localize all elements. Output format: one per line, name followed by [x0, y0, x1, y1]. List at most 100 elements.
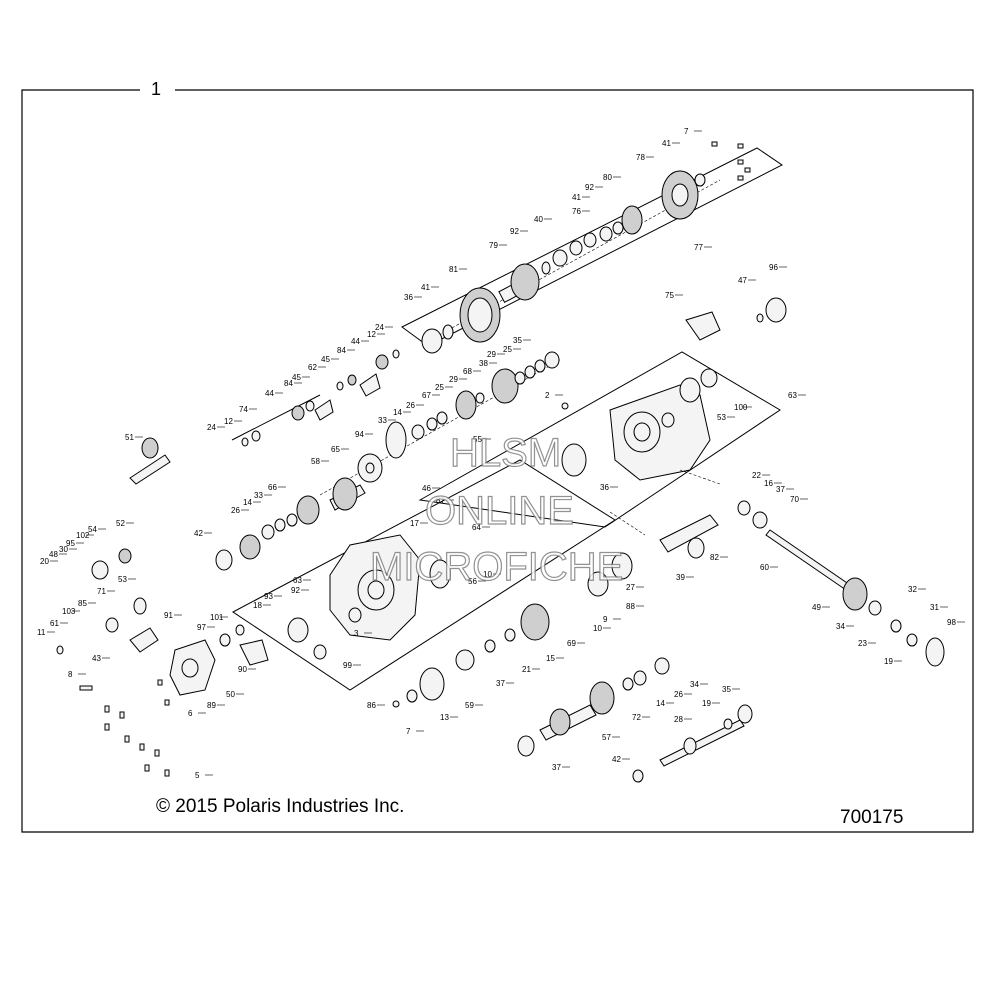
callout-101: 101: [210, 613, 224, 622]
callout-88: 88: [626, 602, 635, 611]
callout-92: 92: [585, 183, 594, 192]
callout-103: 103: [62, 607, 76, 616]
callout-14: 14: [243, 498, 252, 507]
callout-30: 30: [59, 545, 68, 554]
side-cover-group: [56, 548, 269, 777]
callout-95: 95: [66, 539, 75, 548]
callout-14: 14: [656, 699, 665, 708]
callout-7: 7: [684, 127, 689, 136]
callout-8: 8: [68, 670, 73, 679]
callout-102: 102: [76, 531, 90, 540]
callout-61: 61: [50, 619, 59, 628]
callout-93: 93: [264, 592, 273, 601]
callout-21: 21: [522, 665, 531, 674]
callout-71: 71: [97, 587, 106, 596]
callout-48: 48: [49, 550, 58, 559]
assembly-frame: [21, 89, 974, 833]
callout-46: 46: [422, 484, 431, 493]
callout-37: 37: [776, 485, 785, 494]
callout-65: 65: [331, 445, 340, 454]
callout-29: 29: [487, 350, 496, 359]
callout-60: 60: [760, 563, 769, 572]
callout-89: 89: [207, 701, 216, 710]
callout-34: 34: [690, 680, 699, 689]
callout-43: 43: [92, 654, 101, 663]
callout-22: 22: [752, 471, 761, 480]
callout-53: 53: [118, 575, 127, 584]
watermark-line-1: HLSM: [450, 431, 561, 475]
callout-50: 50: [226, 690, 235, 699]
callout-84: 84: [284, 379, 293, 388]
callout-31: 31: [930, 603, 939, 612]
callout-18: 18: [253, 601, 262, 610]
callout-45: 45: [321, 355, 330, 364]
callout-76: 76: [572, 207, 581, 216]
callout-40: 40: [534, 215, 543, 224]
callout-33: 33: [378, 416, 387, 425]
callout-82: 82: [710, 553, 719, 562]
callout-41: 41: [572, 193, 581, 202]
callout-35: 35: [513, 336, 522, 345]
callout-26: 26: [406, 401, 415, 410]
callout-79: 79: [489, 241, 498, 250]
callout-16: 16: [764, 479, 773, 488]
callout-54: 54: [88, 525, 97, 534]
callout-78: 78: [636, 153, 645, 162]
callout-51: 51: [125, 433, 134, 442]
callout-67: 67: [422, 391, 431, 400]
callout-10: 10: [483, 570, 492, 579]
callout-11: 11: [37, 628, 46, 637]
callout-2: 2: [545, 391, 550, 400]
callout-25: 25: [503, 345, 512, 354]
callout-15: 15: [546, 654, 555, 663]
callout-80: 80: [603, 173, 612, 182]
callout-41: 41: [662, 139, 671, 148]
callout-20: 20: [40, 557, 49, 566]
callout-98: 98: [947, 618, 956, 627]
callout-7: 7: [406, 727, 411, 736]
callout-64: 64: [472, 523, 481, 532]
copyright-text: © 2015 Polaris Industries Inc.: [156, 796, 404, 817]
callout-33: 33: [254, 491, 263, 500]
callout-68: 68: [463, 367, 472, 376]
callout-66: 66: [268, 483, 277, 492]
callout-36: 36: [404, 293, 413, 302]
case-half-right: [561, 368, 718, 481]
lower-gear-train: [392, 603, 753, 783]
callout-37: 37: [552, 763, 561, 772]
callout-87: 87: [436, 496, 445, 505]
case-half-left: [287, 534, 451, 660]
callout-63: 63: [788, 391, 797, 400]
callout-55: 55: [473, 435, 482, 444]
callout-35: 35: [722, 685, 731, 694]
callout-56: 56: [468, 577, 477, 586]
callout-10: 10: [593, 624, 602, 633]
callout-34: 34: [836, 622, 845, 631]
callout-85: 85: [78, 599, 87, 608]
callout-72: 72: [632, 713, 641, 722]
callout-19: 19: [884, 657, 893, 666]
panel-86: [232, 459, 616, 691]
callout-23: 23: [858, 639, 867, 648]
callout-42: 42: [612, 755, 621, 764]
callout-9: 9: [603, 615, 608, 624]
panel-63: [418, 351, 781, 528]
callout-52: 52: [116, 519, 125, 528]
callout-49: 49: [812, 603, 821, 612]
callout-5: 5: [195, 771, 200, 780]
callout-77: 77: [694, 243, 703, 252]
callout-13: 13: [440, 713, 449, 722]
callout-26: 26: [231, 506, 240, 515]
callout-36: 36: [600, 483, 609, 492]
callout-45: 45: [292, 373, 301, 382]
callout-44: 44: [351, 337, 360, 346]
callout-6: 6: [188, 709, 193, 718]
callout-75: 75: [665, 291, 674, 300]
callout-41: 41: [421, 283, 430, 292]
callout-37: 37: [496, 679, 505, 688]
callout-92: 92: [510, 227, 519, 236]
callout-100: 100: [734, 403, 748, 412]
callout-39: 39: [676, 573, 685, 582]
